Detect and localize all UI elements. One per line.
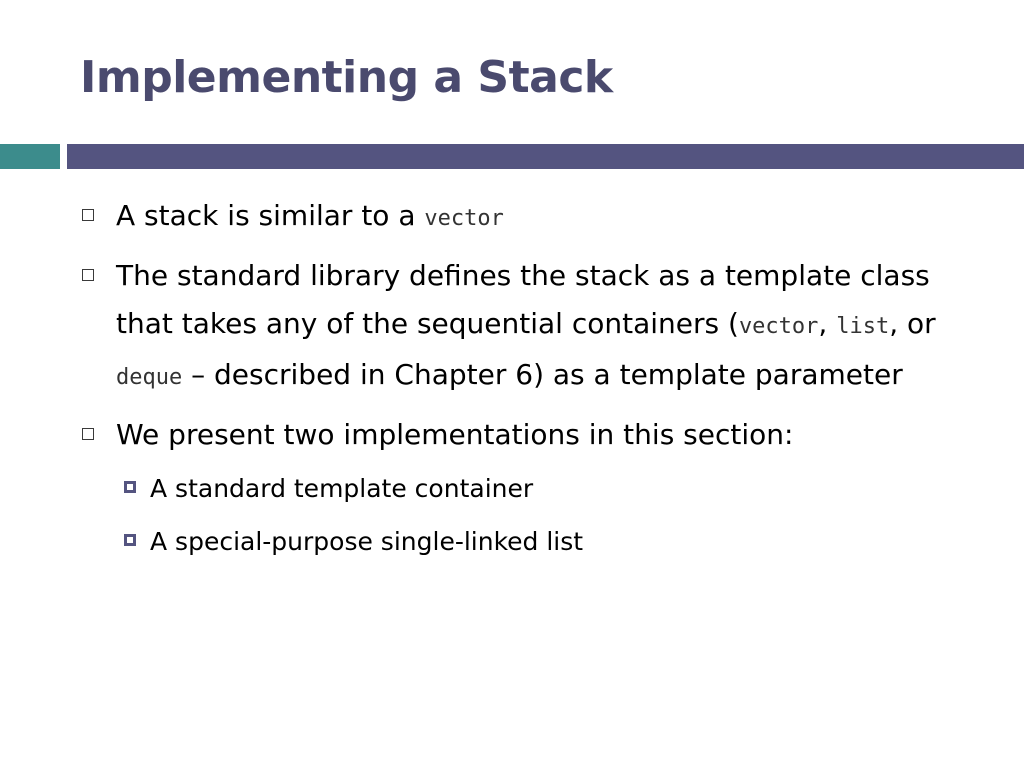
bullet-text-segment: A stack is similar to a <box>116 199 425 232</box>
slide-content: A stack is similar to a vector The stand… <box>82 192 982 574</box>
bullet-text-segment: , or <box>889 307 936 340</box>
bullet-item: We present two implementations in this s… <box>82 411 982 459</box>
sub-bullet-text: A special-purpose single-linked list <box>150 527 584 556</box>
hollow-square-bullet-icon <box>82 428 94 440</box>
title-rule-accent <box>0 144 60 169</box>
bullet-item: The standard library defines the stack a… <box>82 252 982 402</box>
bullet-text: A stack is similar to a vector <box>116 192 982 243</box>
bullet-text-segment: – described in Chapter 6) as a template … <box>182 358 903 391</box>
code-term: vector <box>738 314 819 339</box>
bullet-text-segment: The standard library defines the stack a… <box>116 259 930 340</box>
slide-title: Implementing a Stack <box>80 52 613 103</box>
sub-bullet-item: A standard template container <box>82 468 982 510</box>
bullet-text: We present two implementations in this s… <box>116 418 794 451</box>
title-rule-bar <box>67 144 1024 169</box>
code-term: vector <box>424 206 504 231</box>
code-term: list <box>836 314 890 339</box>
code-term: deque <box>116 365 183 390</box>
hollow-square-bullet-icon <box>82 209 94 221</box>
filled-square-bullet-icon <box>124 481 136 493</box>
bullet-item: A stack is similar to a vector <box>82 192 982 243</box>
sub-bullet-item: A special-purpose single-linked list <box>82 521 982 563</box>
bullet-text-segment: , <box>818 307 837 340</box>
sub-bullet-text: A standard template container <box>150 474 534 503</box>
hollow-square-bullet-icon <box>82 269 94 281</box>
bullet-text: The standard library defines the stack a… <box>116 252 982 402</box>
filled-square-bullet-icon <box>124 534 136 546</box>
